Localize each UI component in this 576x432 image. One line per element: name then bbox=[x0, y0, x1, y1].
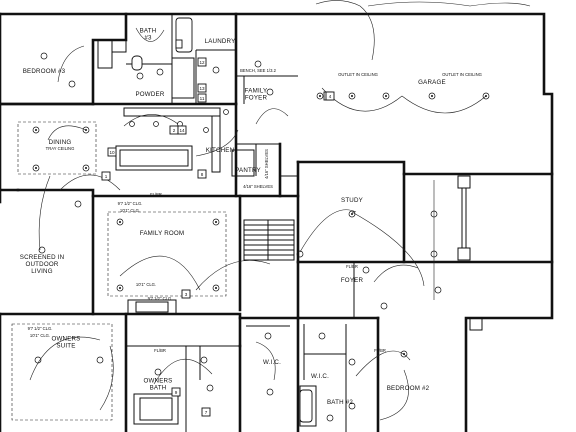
room-wic-left: W.I.C. bbox=[263, 359, 281, 366]
svg-text:14: 14 bbox=[179, 128, 185, 133]
note-family-clg-bottom: 9'7 1/2" CLG. bbox=[148, 296, 173, 301]
tag-12: 12 bbox=[197, 57, 207, 67]
svg-text:9: 9 bbox=[175, 390, 178, 395]
stairs bbox=[243, 219, 295, 261]
note-bench: BENCH, SEE 1/3.2 bbox=[240, 68, 277, 73]
light-fixtures bbox=[32, 52, 490, 422]
note-dining-ceiling: TRAY CEILING bbox=[46, 146, 75, 151]
note-family-clg-2: 10'1" CLG. bbox=[120, 208, 140, 213]
note-shelves-foyer: 4/16" SHELVES bbox=[243, 184, 273, 189]
room-kitchen: KITCHEN bbox=[206, 147, 235, 154]
note-family-clg-top: 9'7 1/2" CLG. bbox=[118, 201, 143, 206]
note-fl-br-1: FL/BR bbox=[150, 192, 162, 197]
number-tags: 12 13 11 2 14 10 8 1 4 3 9 7 bbox=[101, 57, 335, 417]
note-outlet-2: OUTLET IN CEILING bbox=[442, 72, 482, 77]
tag-3: 3 bbox=[181, 289, 191, 299]
tag-9: 9 bbox=[171, 387, 181, 397]
svg-text:4: 4 bbox=[329, 94, 332, 99]
tag-14: 14 bbox=[177, 125, 187, 135]
note-shelves-pantry: 4/16" SHELVES bbox=[264, 149, 269, 179]
svg-text:13: 13 bbox=[199, 86, 205, 91]
wiring-arcs bbox=[29, 0, 531, 421]
room-bedroom2: BEDROOM #2 bbox=[387, 385, 430, 392]
exterior-walls bbox=[0, 12, 554, 432]
tag-7: 7 bbox=[201, 407, 211, 417]
tag-1: 1 bbox=[101, 171, 111, 181]
tag-2: 2 bbox=[169, 125, 179, 135]
svg-text:12: 12 bbox=[199, 60, 205, 65]
svg-text:2: 2 bbox=[173, 128, 176, 133]
plan-notes: TRAY CEILING OUTLET IN CEILING OUTLET IN… bbox=[28, 68, 482, 353]
svg-text:3: 3 bbox=[185, 292, 188, 297]
room-laundry: LAUNDRY bbox=[205, 38, 236, 45]
tag-4: 4 bbox=[325, 91, 335, 101]
tag-13: 13 bbox=[197, 83, 207, 93]
room-family-room: FAMILY ROOM bbox=[140, 230, 185, 237]
svg-text:7: 7 bbox=[205, 410, 208, 415]
room-foyer: FOYER bbox=[341, 277, 364, 284]
room-study: STUDY bbox=[341, 197, 363, 204]
room-bedroom3: BEDROOM #3 bbox=[23, 68, 66, 75]
note-fl-br-2: FL/BR bbox=[346, 264, 358, 269]
room-pantry: PANTRY bbox=[235, 167, 261, 174]
note-owners-clg-1: 9'7 1/2" CLG. bbox=[28, 326, 53, 331]
note-fl-br-4: FL/BR bbox=[374, 348, 386, 353]
room-garage: GARAGE bbox=[418, 79, 446, 86]
room-bath3: BATH#3 bbox=[140, 28, 157, 42]
svg-text:1: 1 bbox=[105, 174, 108, 179]
note-family-clg-3: 10'1" CLG. bbox=[136, 282, 156, 287]
tag-10: 10 bbox=[107, 147, 117, 157]
svg-text:10: 10 bbox=[109, 150, 115, 155]
interior-walls bbox=[11, 14, 483, 432]
tag-11: 11 bbox=[197, 93, 207, 103]
note-fl-br-3: FL/BR bbox=[154, 348, 166, 353]
room-wic-right: W.I.C. bbox=[311, 373, 329, 380]
room-dining: DINING bbox=[49, 139, 72, 146]
note-owners-clg-2: 10'1" CLG. bbox=[30, 333, 50, 338]
room-bath2: BATH #2 bbox=[327, 399, 353, 406]
room-powder: POWDER bbox=[135, 91, 164, 98]
note-outlet-1: OUTLET IN CEILING bbox=[338, 72, 378, 77]
tag-8: 8 bbox=[197, 169, 207, 179]
svg-text:11: 11 bbox=[200, 96, 205, 101]
svg-text:8: 8 bbox=[201, 172, 204, 177]
